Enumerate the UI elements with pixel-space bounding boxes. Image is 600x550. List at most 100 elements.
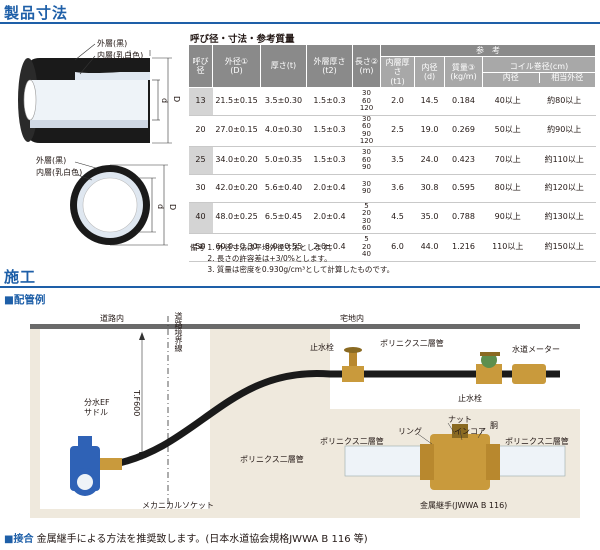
col-nominal: 呼び径	[188, 44, 213, 88]
cell-coil-inner: 70以上	[482, 146, 533, 175]
cell-inner-thickness: 3.6	[380, 174, 415, 203]
dimensions-title: 製品寸法	[4, 4, 69, 22]
boundary-label: 道路境界線	[174, 312, 183, 352]
col-coil-label: コイル巻径(cm)	[483, 61, 595, 74]
body-label: 胴	[490, 421, 498, 430]
cell-outer-thickness: 1.5±0.3	[306, 87, 353, 116]
cell-outer-thickness: 2.0±0.4	[306, 202, 353, 234]
col-coil: コイル巻径(cm) 内径 相当外径	[482, 56, 596, 88]
top-outer-layer-label: 外層(黒)	[97, 39, 128, 48]
joining-note: ■接合 金属継手による方法を推奨致します。(日本水道協会規格JWWA B 116…	[4, 530, 368, 545]
cell-outer-diameter: 42.0±0.20	[212, 174, 261, 203]
joining-note-text: 金属継手による方法を推奨致します。(日本水道協会規格JWWA B 116 等)	[33, 534, 368, 545]
col-thickness: 厚さ(t)	[260, 44, 307, 88]
col-coil-inner: 内径	[483, 73, 540, 83]
length-value: 40	[362, 250, 371, 258]
length-value: 90	[362, 163, 371, 171]
length-value: 20	[362, 209, 371, 218]
cell-nominal: 25	[188, 146, 213, 175]
cell-outer-diameter: 48.0±0.25	[212, 202, 261, 234]
cell-coil-inner: 80以上	[482, 174, 533, 203]
cell-mass: 0.788	[444, 202, 483, 234]
note-2: 2. 長さの許容差は+3/0%とします。	[190, 254, 332, 263]
cell-coil-outer: 約130以上	[532, 202, 596, 234]
cell-inner-diameter: 19.0	[414, 115, 445, 147]
cell-mass: 0.269	[444, 115, 483, 147]
dimensions-title-rule	[0, 22, 600, 24]
col-inner-diameter: 内径 (d)	[414, 56, 445, 88]
cell-inner-thickness: 6.0	[380, 233, 415, 262]
cell-thickness: 5.6±0.40	[260, 174, 307, 203]
cell-inner-thickness: 2.5	[380, 115, 415, 147]
length-value: 30	[362, 114, 371, 123]
top-dim-D-label: D	[172, 96, 181, 103]
piping-example-title: ■配管例	[4, 294, 46, 306]
length-value: 30	[362, 179, 371, 188]
cell-coil-outer: 約80以上	[532, 87, 596, 116]
length-value: 20	[362, 242, 371, 251]
cell-mass: 0.595	[444, 174, 483, 203]
cell-thickness: 3.5±0.30	[260, 87, 307, 116]
bottom-dim-d-label: d	[156, 204, 165, 210]
pe-pipe-2-label: ポリニクス二層管	[240, 455, 304, 464]
length-value: 60	[362, 155, 371, 164]
top-inner-layer-label: 内層(乳白色)	[97, 51, 144, 60]
construction-title: 施工	[4, 268, 37, 286]
col-coil-outer: 相当外径	[551, 73, 584, 83]
pipe-cross-section-diagram	[70, 161, 168, 246]
water-meter-label: 水道メーター	[512, 345, 560, 354]
pe-pipe-1-label: ポリニクス二層管	[380, 339, 444, 348]
cell-outer-thickness: 2.0±0.4	[306, 174, 353, 203]
cell-inner-thickness: 3.5	[380, 146, 415, 175]
cell-inner-diameter: 24.0	[414, 146, 445, 175]
branch-saddle-label: 分水EF サドル	[84, 398, 110, 417]
spec-table: 呼び径 外径① (D) 厚さ(t) 外層厚さ (t2) 長さ② (m) 参 考 …	[188, 43, 596, 262]
pe-pipe-4-label: ポリニクス二層管	[505, 437, 569, 446]
cell-outer-diameter: 27.0±0.15	[212, 115, 261, 147]
cell-mass: 0.184	[444, 87, 483, 116]
premises-label: 宅地内	[340, 314, 364, 323]
note-3: 3. 質量は密度を0.930g/cm³として計算したものです。	[190, 265, 395, 274]
cell-nominal: 30	[188, 174, 213, 203]
length-value: 120	[359, 137, 374, 146]
col-outer-thickness: 外層厚さ (t2)	[306, 44, 353, 88]
length-value: 30	[362, 89, 371, 97]
cell-coil-outer: 約150以上	[532, 233, 596, 262]
note-1: 備考 1. 外径寸法は平均外径寸法とします。	[190, 243, 337, 252]
cell-coil-outer: 約110以上	[532, 146, 596, 175]
cell-inner-thickness: 4.5	[380, 202, 415, 234]
cell-inner-diameter: 35.0	[414, 202, 445, 234]
cell-inner-diameter: 30.8	[414, 174, 445, 203]
length-value: 120	[359, 104, 374, 112]
depth-label: T.F600	[132, 390, 141, 417]
col-mass: 質量③ (kg/m)	[444, 56, 483, 88]
cell-outer-diameter: 60.0±0.30	[212, 233, 261, 262]
cell-coil-inner: 90以上	[482, 202, 533, 234]
col-reference: 参 考	[380, 43, 596, 58]
cell-coil-outer: 約90以上	[532, 115, 596, 147]
inner-core-label: インコア	[454, 427, 486, 436]
joining-note-label: ■接合	[4, 534, 34, 545]
cell-mass: 1.216	[444, 233, 483, 262]
cell-coil-inner: 110以上	[482, 233, 533, 262]
bottom-dim-D-label: D	[168, 204, 177, 211]
cell-coil-inner: 50以上	[482, 115, 533, 147]
bottom-inner-layer-label: 内層(乳白色)	[36, 168, 83, 177]
cell-thickness: 6.5±0.45	[260, 202, 307, 234]
table-title: 呼び径・寸法・参考質量	[190, 34, 295, 45]
cell-outer-diameter: 34.0±0.20	[212, 146, 261, 175]
cell-nominal: 50	[188, 233, 213, 262]
road-area-label: 道路内	[100, 314, 124, 323]
pe-pipe-3-label: ポリニクス二層管	[320, 437, 384, 446]
cell-outer-thickness: 1.5±0.3	[306, 146, 353, 175]
length-value: 30	[362, 216, 371, 225]
cell-inner-diameter: 14.5	[414, 87, 445, 116]
cell-thickness: 8.0±0.55	[260, 233, 307, 262]
cell-nominal: 20	[188, 115, 213, 147]
cell-outer-thickness: 1.5±0.3	[306, 115, 353, 147]
